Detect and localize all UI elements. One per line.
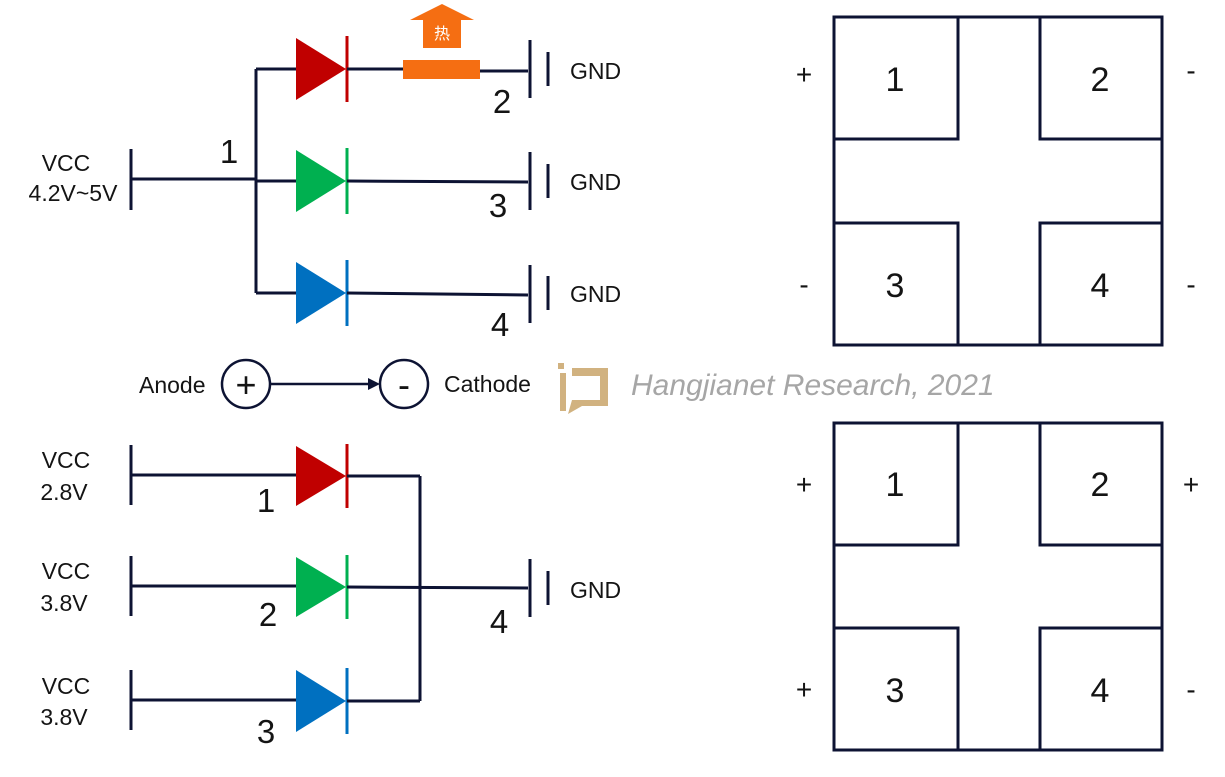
top-pad-2 — [1038, 15, 1164, 141]
bottom-pad-2 — [1038, 421, 1164, 547]
watermark-logo-icon — [558, 363, 608, 414]
top-polarity-2: - — [1186, 55, 1195, 86]
bottom-voltage-3: 3.8V — [40, 704, 88, 730]
top-circuit-labels: VCC 4.2V~5V 1 2 3 4 GND GND GND — [29, 58, 622, 343]
bottom-pad-label-1: 1 — [886, 466, 905, 504]
cathode-label: Cathode — [444, 371, 531, 397]
top-package-labels: 1 2 3 4 + - - - — [796, 55, 1196, 305]
watermark: Hangjianet Research, 2021 — [558, 363, 995, 414]
top-pad-label-3: 3 — [886, 267, 905, 305]
top-package-outline — [832, 15, 1164, 347]
bottom-package-labels: 1 2 3 4 + + + - — [796, 466, 1199, 710]
bottom-pin-2: 2 — [259, 596, 277, 633]
top-polarity-3: - — [799, 269, 808, 300]
bottom-vcc-label-2: VCC — [42, 558, 91, 584]
bottom-red-led-triangle — [296, 446, 346, 506]
bottom-pin-3: 3 — [257, 713, 275, 750]
bottom-wire-2b — [346, 585, 529, 590]
heat-resistor — [403, 60, 480, 79]
bottom-vcc-label-3: VCC — [42, 673, 91, 699]
bottom-circuit-labels: VCC 2.8V VCC 3.8V VCC 3.8V 1 2 3 4 GND — [40, 447, 621, 750]
top-circuit — [129, 36, 550, 326]
top-polarity-1: + — [796, 59, 812, 90]
top-vcc-label: VCC — [42, 150, 91, 176]
polarity-legend: Anode + - Cathode — [139, 358, 531, 410]
blue-led-triangle — [296, 262, 346, 324]
top-pad-3 — [832, 221, 960, 347]
top-pin-4: 4 — [491, 306, 509, 343]
top-polarity-4: - — [1186, 269, 1195, 300]
heat-label: 热 — [434, 24, 450, 43]
bottom-pad-label-4: 4 — [1091, 672, 1110, 710]
bottom-vcc-label-1: VCC — [42, 447, 91, 473]
top-pad-label-4: 4 — [1091, 267, 1110, 305]
top-pin-3: 3 — [489, 187, 507, 224]
bottom-pad-4 — [1038, 626, 1164, 752]
gnd-label-2: GND — [570, 58, 621, 84]
blue-led-wire — [346, 291, 529, 297]
bottom-polarity-4: - — [1186, 674, 1195, 705]
bottom-pad-3 — [832, 626, 960, 752]
bottom-circuit — [129, 444, 550, 734]
gnd-label-3: GND — [570, 169, 621, 195]
cathode-symbol: - — [398, 364, 410, 405]
bottom-pad-label-3: 3 — [886, 672, 905, 710]
bottom-pad-1 — [832, 421, 960, 547]
anode-symbol: + — [235, 364, 256, 405]
red-led-triangle — [296, 38, 346, 100]
top-pad-4 — [1038, 221, 1164, 347]
heat-arrow-icon: 热 — [410, 4, 474, 48]
bottom-polarity-3: + — [796, 674, 812, 705]
bottom-polarity-2: + — [1183, 469, 1199, 500]
top-pin-2: 2 — [493, 83, 511, 120]
bottom-voltage-2: 3.8V — [40, 590, 88, 616]
cathode-circle — [378, 358, 430, 410]
bottom-pin-1: 1 — [257, 482, 275, 519]
bottom-pad-label-2: 2 — [1091, 466, 1110, 504]
top-package — [832, 15, 1164, 347]
anode-label: Anode — [139, 372, 206, 398]
gnd-label-4: GND — [570, 281, 621, 307]
bottom-blue-led-triangle — [296, 670, 346, 732]
top-pad-label-2: 2 — [1091, 61, 1110, 99]
top-common-pin: 1 — [220, 133, 238, 170]
legend-arrow-head — [368, 378, 380, 390]
bottom-package — [832, 421, 1164, 752]
bottom-voltage-1: 2.8V — [40, 479, 88, 505]
green-led-wire — [346, 179, 529, 184]
bottom-polarity-1: + — [796, 469, 812, 500]
top-vcc-range: 4.2V~5V — [29, 180, 119, 206]
bottom-green-led-triangle — [296, 557, 346, 617]
top-pad-1 — [832, 15, 960, 141]
bottom-common-pin: 4 — [490, 603, 508, 640]
bottom-package-outline — [832, 421, 1164, 752]
green-led-triangle — [296, 150, 346, 212]
bottom-gnd-label: GND — [570, 577, 621, 603]
top-pad-label-1: 1 — [886, 61, 905, 99]
watermark-text: Hangjianet Research, 2021 — [631, 369, 995, 402]
